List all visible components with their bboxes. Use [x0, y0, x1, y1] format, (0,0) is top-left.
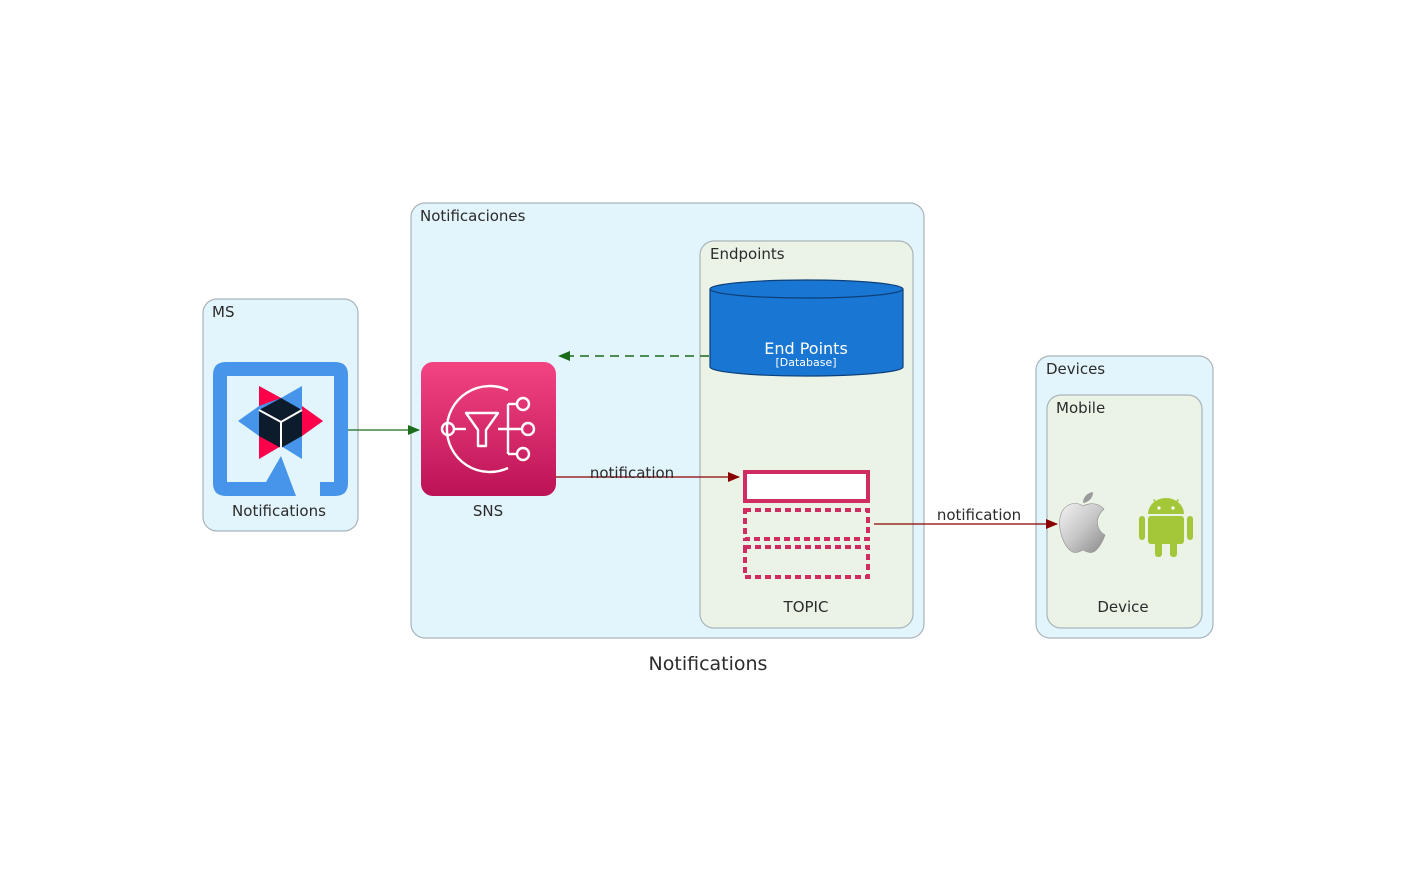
- node-endpoints-database[interactable]: End Points [Database]: [709, 279, 904, 377]
- node-device[interactable]: Device: [1059, 492, 1193, 616]
- cluster-endpoints-label: Endpoints: [710, 245, 785, 263]
- topic-queue-icon: [743, 470, 870, 579]
- quarkus-icon: [213, 362, 348, 496]
- cluster-mobile: Mobile: [1046, 394, 1203, 629]
- cluster-ms-label: MS: [212, 303, 234, 321]
- aws-sns-icon: [421, 362, 556, 496]
- node-topic[interactable]: TOPIC: [743, 470, 870, 616]
- node-notifications-service[interactable]: Notifications: [213, 362, 348, 520]
- endpoints-database-type: [Database]: [775, 356, 836, 369]
- sns-label: SNS: [473, 502, 503, 520]
- diagram-title: Notifications: [649, 653, 768, 675]
- endpoints-database-label: End Points: [764, 339, 848, 358]
- apple-icon: [1059, 492, 1106, 553]
- edge-topic-to-device: notification: [874, 506, 1058, 529]
- cluster-notificaciones-label: Notificaciones: [420, 207, 526, 225]
- database-cylinder-icon: [709, 279, 904, 377]
- node-sns[interactable]: SNS: [421, 362, 556, 520]
- edge-sns-to-topic-label: notification: [590, 464, 674, 482]
- notifications-service-label: Notifications: [232, 502, 326, 520]
- device-label: Device: [1097, 598, 1148, 616]
- android-icon: [1139, 498, 1193, 557]
- edge-sns-to-topic: notification: [556, 464, 740, 482]
- edge-topic-to-device-label: notification: [937, 506, 1021, 524]
- cluster-mobile-label: Mobile: [1056, 399, 1105, 417]
- topic-label: TOPIC: [783, 598, 829, 616]
- cluster-devices-label: Devices: [1046, 360, 1105, 378]
